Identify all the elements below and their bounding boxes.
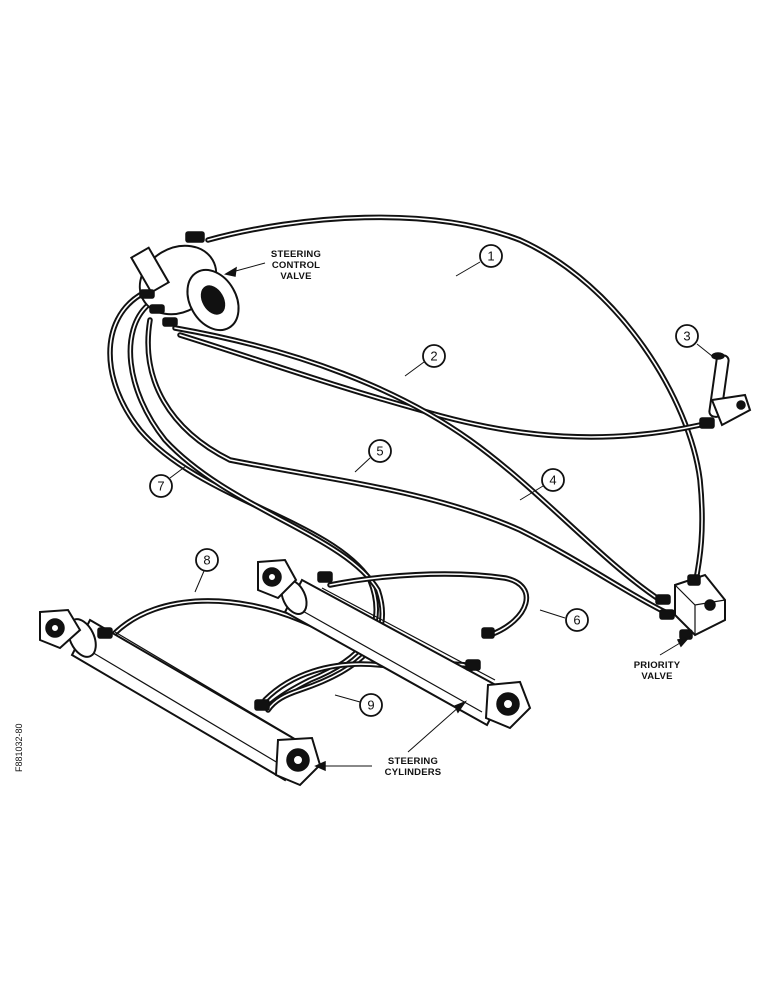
hoses <box>107 214 705 713</box>
callout-6: 6 <box>565 608 589 632</box>
svg-text:9: 9 <box>367 698 374 713</box>
label-priority-valve: PRIORITY VALVE <box>634 635 692 682</box>
svg-text:2: 2 <box>430 349 437 364</box>
callout-7: 7 <box>149 474 173 498</box>
svg-text:PRIORITY: PRIORITY <box>634 660 681 671</box>
svg-text:CYLINDERS: CYLINDERS <box>385 767 442 778</box>
svg-text:1: 1 <box>487 249 494 264</box>
steering-cylinder-right <box>257 558 532 730</box>
label-steering-cylinders: STEERING CYLINDERS <box>314 700 468 778</box>
steering-control-valve <box>129 231 240 332</box>
relief-pipe-fitting <box>699 352 752 429</box>
steering-cylinder-left <box>39 608 322 787</box>
priority-valve <box>655 573 726 640</box>
label-steering-control-valve: STEERING CONTROL VALVE <box>224 249 321 282</box>
callout-5: 5 <box>368 439 392 463</box>
svg-text:7: 7 <box>157 479 164 494</box>
svg-text:VALVE: VALVE <box>280 271 311 282</box>
callouts: 1 2 3 4 5 6 7 <box>149 244 713 717</box>
callout-3: 3 <box>675 324 699 348</box>
callout-4: 4 <box>541 468 565 492</box>
svg-text:6: 6 <box>573 613 580 628</box>
svg-text:8: 8 <box>203 553 210 568</box>
svg-text:VALVE: VALVE <box>641 671 672 682</box>
callout-1: 1 <box>479 244 503 268</box>
svg-text:4: 4 <box>549 473 556 488</box>
svg-text:5: 5 <box>376 444 383 459</box>
callout-8: 8 <box>195 548 219 572</box>
callout-2: 2 <box>422 344 446 368</box>
svg-text:STEERING: STEERING <box>388 756 438 767</box>
svg-text:CONTROL: CONTROL <box>272 260 320 271</box>
svg-text:3: 3 <box>683 329 690 344</box>
callout-9: 9 <box>359 693 383 717</box>
svg-text:STEERING: STEERING <box>271 249 321 260</box>
figure-id: F881032-80 <box>14 723 24 772</box>
